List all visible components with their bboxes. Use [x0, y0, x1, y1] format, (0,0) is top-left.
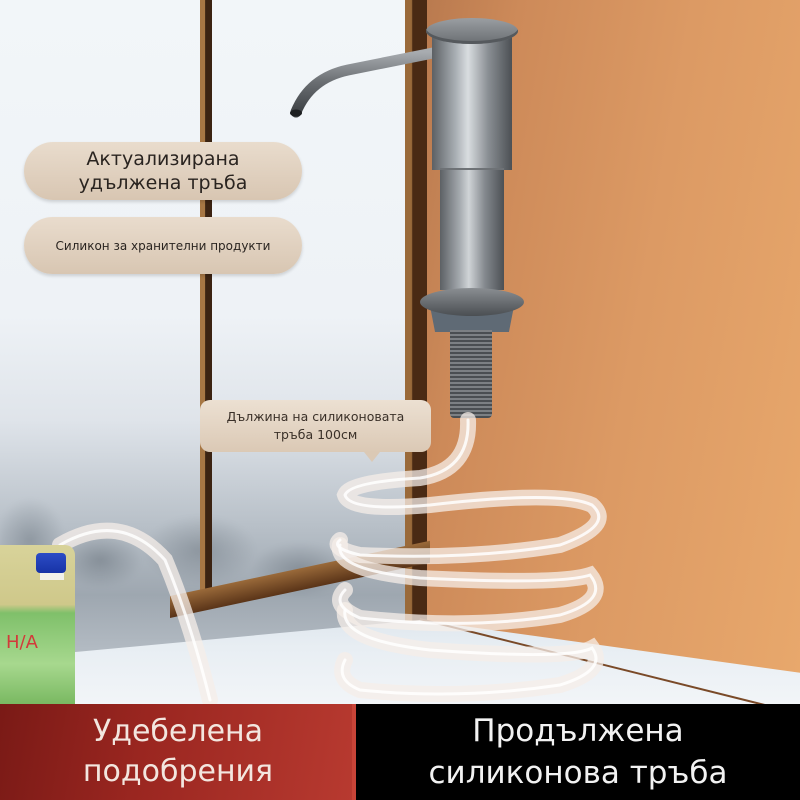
callout-line1: Дължина на силиконовата — [226, 409, 405, 424]
feature-pill-text: Силикон за хранителни продукти — [55, 238, 271, 253]
feature-pill-line2: удължена тръба — [78, 172, 248, 194]
jug-label: H/A — [6, 632, 38, 653]
dispenser-threaded-shank — [450, 330, 492, 418]
banner-right-line2: силиконова тръба — [428, 755, 728, 791]
dispenser-pump-cap — [426, 18, 518, 44]
banner-left-line1: Удебелена — [92, 714, 264, 749]
jug-neck — [40, 570, 64, 580]
feature-pill-upgraded-tube: Актуализирана удължена тръба — [24, 142, 302, 200]
banner-right-line1: Продължена — [472, 713, 684, 749]
dispenser-flange — [420, 288, 524, 316]
tube-length-callout: Дължина на силиконовата тръба 100см — [200, 400, 431, 462]
banner-extended-tube: Продължена силиконова тръба — [356, 704, 800, 800]
feature-pill-food-silicone: Силикон за хранителни продукти — [24, 217, 302, 274]
callout-line2: тръба 100см — [273, 427, 358, 442]
banner-left-line2: подобрения — [82, 754, 274, 789]
jug-cap — [36, 553, 66, 573]
banner-thickened-upgrade: Удебелена подобрения — [0, 704, 356, 800]
dispenser-spout-icon — [290, 46, 444, 118]
dispenser-body-lower — [440, 168, 504, 290]
banner-divider — [352, 704, 357, 800]
dispenser-body-upper — [432, 30, 512, 170]
feature-pill-line1: Актуализирана — [86, 148, 240, 170]
